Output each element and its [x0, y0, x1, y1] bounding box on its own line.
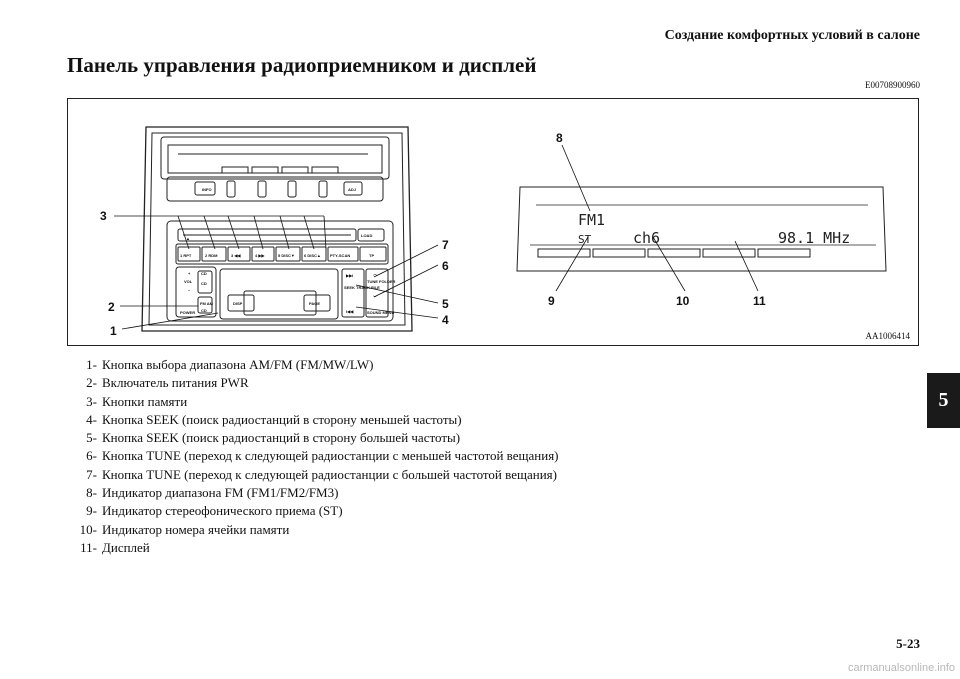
callout-6: 6: [442, 259, 449, 273]
pty-scan-button: PTY-SCAN: [330, 253, 350, 258]
tune-down-button: ﹀: [373, 294, 377, 300]
callout-10: 10: [676, 294, 690, 308]
seek-down-button: I◀◀: [346, 309, 354, 314]
legend-item: 11- Дисплей: [70, 539, 770, 557]
legend-number: 1-: [86, 357, 97, 372]
legend-item: 7- Кнопка TUNE (переход к следующей радио…: [70, 466, 770, 484]
cd-label-top: CD: [201, 271, 207, 276]
legend-item: 3- Кнопки памяти: [70, 393, 770, 411]
legend-number: 6-: [86, 448, 97, 464]
preset-4: 4 ▶▶: [255, 253, 265, 258]
power-button: POWER: [180, 310, 195, 315]
vol-label: VOL: [184, 279, 193, 284]
tune-up-button: ︿: [373, 271, 377, 276]
callout-1: 1: [110, 324, 117, 338]
legend-text: Индикатор стереофонического приема (ST): [102, 503, 343, 519]
band-indicator: FM1: [578, 211, 605, 229]
lcd-display-text: FM1 ST ch6 98.1 MHz: [578, 211, 850, 247]
cd-label-low: CD: [201, 308, 207, 313]
tp-button: TP: [369, 253, 374, 258]
tune-button: TUNE FOLDER: [367, 279, 396, 284]
legend-text: Индикатор диапазона FM (FM1/FM2/FM3): [102, 485, 339, 501]
callout-8: 8: [556, 131, 563, 145]
legend-number: 5-: [86, 430, 97, 446]
page-number: 5-23: [896, 636, 920, 651]
vol-plus: +: [188, 271, 191, 276]
legend-number: 3-: [86, 393, 97, 409]
legend-item: 9- Индикатор стереофонического приема (ST…: [70, 502, 770, 520]
watermark: carmanualsonline.info: [847, 662, 955, 674]
legend-item: 5- Кнопка SEEK (поиск радиостанций в стор…: [70, 429, 770, 447]
cd-label-mid: CD: [201, 281, 207, 286]
legend-item: 1- Кнопка выбора диапазона AM/FM (FM/MW/L…: [70, 356, 770, 374]
legend-text: Кнопки памяти: [102, 393, 188, 409]
legend-text: Кнопка SEEK (поиск радиостанций в сторон…: [102, 430, 461, 446]
preset-3: 3 ◀◀: [231, 253, 241, 258]
radio-panel-figure: INFO ADJ LOAD ▲ 1 RPT 2 RDM 3 ◀◀ 4 ▶▶ 5 …: [67, 98, 919, 346]
legend-number: 8-: [86, 485, 97, 501]
legend-number: 10-: [79, 521, 97, 537]
sound-button: SOUND MENU: [367, 310, 394, 315]
legend-text: Кнопка выбора диапазона AM/FM (FM/MW/LW): [102, 357, 374, 372]
legend-item: 6- Кнопка TUNE (переход к следующей радио…: [70, 447, 770, 465]
legend-item: 4- Кнопка SEEK (поиск радиостанций в стор…: [70, 411, 770, 429]
legend-item: 10- Индикатор номера ячейки памяти: [70, 521, 770, 539]
callout-7: 7: [442, 238, 449, 252]
section-code: E00708900960: [865, 80, 920, 90]
adj-button: ADJ: [348, 187, 356, 192]
legend-text: Кнопка TUNE (переход к следующей радиост…: [102, 466, 557, 482]
seek-up-button: ▶▶I: [345, 273, 353, 278]
callout-9: 9: [548, 294, 555, 308]
load-button: LOAD: [361, 233, 372, 238]
stereo-indicator: ST: [578, 233, 592, 246]
legend-number: 11-: [80, 539, 97, 555]
figure-code: AA1006414: [865, 331, 911, 341]
legend-text: Дисплей: [102, 539, 150, 555]
vol-minus: −: [188, 288, 191, 293]
disp-button: DISP: [233, 301, 243, 306]
legend-number: 9-: [86, 503, 97, 519]
legend-text: Кнопка SEEK (поиск радиостанций в сторон…: [102, 411, 462, 427]
info-button: INFO: [202, 187, 212, 192]
legend-list: 1- Кнопка выбора диапазона AM/FM (FM/MW/L…: [70, 356, 770, 557]
callout-11: 11: [753, 294, 766, 308]
callout-3: 3: [100, 209, 107, 223]
callout-4: 4: [442, 313, 449, 327]
callout-2: 2: [108, 300, 115, 314]
legend-number: 4-: [86, 411, 97, 427]
preset-1: 1 RPT: [180, 253, 192, 258]
fm-am-button: FM AM: [200, 301, 214, 306]
legend-item: 8- Индикатор диапазона FM (FM1/FM2/FM3): [70, 484, 770, 502]
channel-indicator: ch6: [633, 229, 660, 247]
head-unit-leaders: [114, 215, 439, 330]
legend-item: 2- Включатель питания PWR: [70, 374, 770, 392]
legend-number: 2-: [86, 375, 97, 391]
callout-5: 5: [442, 297, 449, 311]
lcd-display-drawing: [516, 186, 887, 272]
preset-2: 2 RDM: [205, 253, 218, 258]
legend-text: Кнопка TUNE (переход к следующей радиост…: [102, 448, 559, 464]
eject-button: ▲: [186, 236, 190, 241]
lcd-callouts: 8 9 10 11: [548, 131, 766, 308]
chapter-title: Создание комфортных условий в салоне: [664, 28, 920, 43]
page-button: PAGE: [309, 301, 320, 306]
legend-text: Индикатор номера ячейки памяти: [102, 521, 290, 537]
frequency-readout: 98.1 MHz: [778, 229, 850, 247]
chapter-tab[interactable]: 5: [927, 373, 960, 428]
section-title: Панель управления радиоприемником и дисп…: [67, 53, 537, 77]
preset-6: 6 DISC▲: [304, 253, 321, 258]
head-unit-drawing: [141, 126, 413, 332]
head-unit-callouts: 3 2 1 7 6 5 4: [100, 209, 449, 338]
head-unit-labels: INFO ADJ LOAD ▲ 1 RPT 2 RDM 3 ◀◀ 4 ▶▶ 5 …: [180, 187, 396, 315]
legend-text: Включатель питания PWR: [102, 375, 249, 391]
lcd-leaders: [555, 144, 759, 292]
legend-number: 7-: [86, 466, 97, 482]
preset-5: 5 DISC▼: [278, 253, 295, 258]
seek-button: SEEK TRACK FILE: [344, 285, 380, 290]
